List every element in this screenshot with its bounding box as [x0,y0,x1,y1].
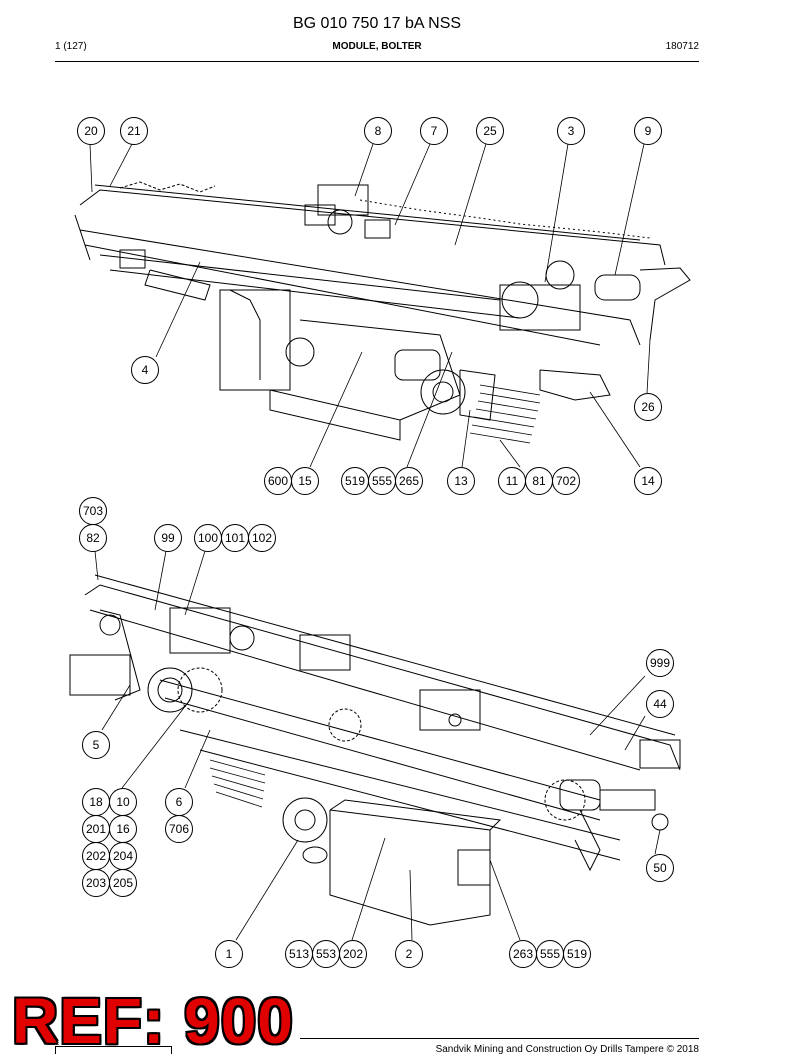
callout-25: 25 [476,117,504,145]
callout-703: 703 [79,497,107,525]
callout-513: 513 [285,940,313,968]
callout-11: 11 [498,467,526,495]
callout-10: 10 [109,788,137,816]
callout-14: 14 [634,467,662,495]
callout-4: 4 [131,356,159,384]
callout-519b: 519 [563,940,591,968]
callout-13: 13 [447,467,475,495]
callout-1: 1 [215,940,243,968]
callout-101: 101 [221,524,249,552]
leader-lines-top [89,143,651,468]
callout-204: 204 [109,842,137,870]
ref-stamp: REF: 900 [12,985,294,1057]
callout-999: 999 [646,649,674,677]
footer-copyright: Sandvik Mining and Construction Oy Drill… [435,1044,699,1055]
callout-7: 7 [420,117,448,145]
callout-6: 6 [165,788,193,816]
callout-202b: 202 [339,940,367,968]
callout-706: 706 [165,815,193,843]
callout-102: 102 [248,524,276,552]
callout-81: 81 [525,467,553,495]
callout-203: 203 [82,869,110,897]
callout-3: 3 [557,117,585,145]
callout-9: 9 [634,117,662,145]
callout-20: 20 [77,117,105,145]
callout-50: 50 [646,854,674,882]
section-title: MODULE, BOLTER [332,41,422,52]
callout-82: 82 [79,524,107,552]
footer-logo-box [55,1046,172,1054]
callout-21: 21 [120,117,148,145]
bolter-module-bottom-drawing [69,574,681,926]
header-divider [55,61,699,62]
callout-5: 5 [82,731,110,759]
callout-18: 18 [82,788,110,816]
leader-lines-bottom [94,550,661,941]
callout-2: 2 [395,940,423,968]
callout-201: 201 [82,815,110,843]
callout-26: 26 [634,393,662,421]
callout-555: 555 [368,467,396,495]
footer-divider [300,1038,699,1039]
callout-44: 44 [646,690,674,718]
callout-15: 15 [291,467,319,495]
callout-100: 100 [194,524,222,552]
callout-555b: 555 [536,940,564,968]
date-code: 180712 [665,41,699,52]
callout-553: 553 [312,940,340,968]
document-title: BG 010 750 17 bA NSS [292,15,462,32]
callout-202: 202 [82,842,110,870]
callout-99: 99 [154,524,182,552]
page-number: 1 (127) [55,41,87,52]
callout-8: 8 [364,117,392,145]
callout-600: 600 [264,467,292,495]
callout-702: 702 [552,467,580,495]
callout-16: 16 [109,815,137,843]
callout-205: 205 [109,869,137,897]
callout-265: 265 [395,467,423,495]
bolter-module-top-drawing [74,181,691,444]
callout-263: 263 [509,940,537,968]
callout-519: 519 [341,467,369,495]
